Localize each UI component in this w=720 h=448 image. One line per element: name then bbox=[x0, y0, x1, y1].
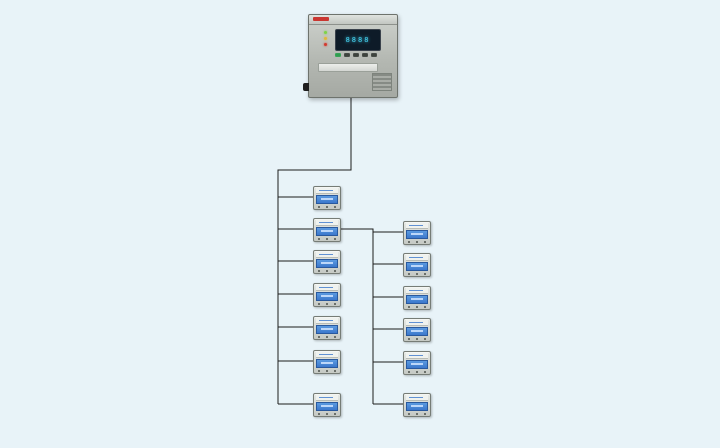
detector-lcd bbox=[316, 227, 338, 236]
detector-left-6 bbox=[313, 350, 341, 374]
detector-lcd bbox=[406, 360, 428, 369]
detector-terminals bbox=[318, 237, 336, 241]
detector-terminals bbox=[408, 412, 426, 416]
detector-right-5 bbox=[403, 351, 431, 375]
detector-label bbox=[406, 353, 428, 359]
detector-terminals bbox=[318, 335, 336, 339]
detector-lcd bbox=[406, 295, 428, 304]
cross-and-right-bus-wire bbox=[278, 228, 374, 404]
speaker-grille bbox=[372, 73, 392, 91]
detector-terminals bbox=[318, 412, 336, 416]
status-led-column bbox=[324, 31, 327, 46]
detector-right-4 bbox=[403, 318, 431, 342]
detector-left-2 bbox=[313, 218, 341, 242]
detector-terminals bbox=[408, 305, 426, 309]
detector-right-3 bbox=[403, 286, 431, 310]
left-branch-stubs bbox=[278, 196, 313, 405]
detector-left-1 bbox=[313, 186, 341, 210]
controller-display: 8888 bbox=[335, 29, 381, 51]
detector-terminals bbox=[318, 302, 336, 306]
detector-left-5 bbox=[313, 316, 341, 340]
detector-left-3 bbox=[313, 250, 341, 274]
trunk-and-left-bus-wire bbox=[277, 96, 352, 404]
detector-label bbox=[316, 188, 338, 194]
detector-lcd bbox=[316, 402, 338, 411]
right-branch-stubs bbox=[373, 231, 403, 405]
model-label-strip bbox=[318, 63, 378, 72]
detector-right-6 bbox=[403, 393, 431, 417]
detector-terminals bbox=[408, 370, 426, 374]
detector-lcd bbox=[316, 359, 338, 368]
detector-label bbox=[316, 285, 338, 291]
detector-terminals bbox=[408, 240, 426, 244]
controller-top-strip bbox=[309, 15, 397, 25]
detector-label bbox=[406, 395, 428, 401]
detector-label bbox=[316, 252, 338, 258]
brand-logo bbox=[313, 17, 329, 21]
detector-lcd bbox=[316, 195, 338, 204]
detector-lcd bbox=[406, 262, 428, 271]
detector-terminals bbox=[408, 272, 426, 276]
detector-label bbox=[316, 395, 338, 401]
detector-label bbox=[406, 288, 428, 294]
detector-lcd bbox=[406, 327, 428, 336]
cable-gland bbox=[303, 83, 309, 91]
detector-terminals bbox=[318, 205, 336, 209]
detector-terminals bbox=[318, 369, 336, 373]
detector-lcd bbox=[316, 325, 338, 334]
detector-lcd bbox=[316, 259, 338, 268]
detector-label bbox=[406, 223, 428, 229]
detector-label bbox=[406, 320, 428, 326]
detector-label bbox=[316, 318, 338, 324]
detector-left-4 bbox=[313, 283, 341, 307]
controller-buttons bbox=[335, 53, 377, 57]
detector-label bbox=[316, 220, 338, 226]
detector-terminals bbox=[318, 269, 336, 273]
detector-lcd bbox=[406, 402, 428, 411]
display-digits: 8888 bbox=[345, 36, 371, 44]
detector-label bbox=[406, 255, 428, 261]
detector-lcd bbox=[406, 230, 428, 239]
detector-label bbox=[316, 352, 338, 358]
gas-alarm-controller: 8888 bbox=[303, 14, 398, 98]
detector-right-2 bbox=[403, 253, 431, 277]
detector-left-7 bbox=[313, 393, 341, 417]
detector-terminals bbox=[408, 337, 426, 341]
detector-right-1 bbox=[403, 221, 431, 245]
detector-lcd bbox=[316, 292, 338, 301]
